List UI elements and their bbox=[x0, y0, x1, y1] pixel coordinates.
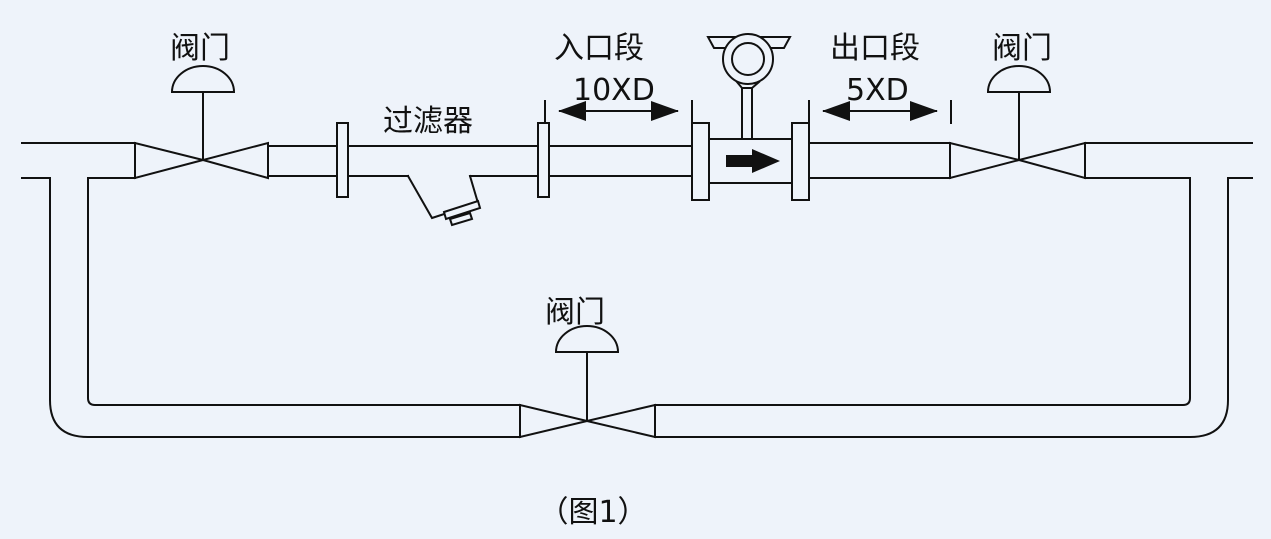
valve-left bbox=[134, 65, 269, 180]
flowmeter-icon bbox=[706, 33, 792, 89]
inlet-pipe bbox=[548, 145, 693, 177]
outlet-section-label: 出口段 bbox=[830, 31, 920, 66]
inlet-length-label: 10XD bbox=[573, 73, 655, 108]
main-pipe-right bbox=[1084, 142, 1253, 179]
filter-label: 过滤器 bbox=[383, 104, 473, 139]
inlet-section-label: 入口段 bbox=[554, 31, 644, 66]
outlet-pipe bbox=[808, 142, 951, 179]
pipe-segment-1 bbox=[267, 145, 341, 177]
valve-bypass-label: 阀门 bbox=[545, 295, 605, 330]
figure-caption: （图1） bbox=[538, 495, 647, 530]
bypass-pipe bbox=[49, 177, 1229, 438]
inlet-dimension bbox=[544, 100, 693, 124]
valve-right bbox=[949, 65, 1086, 180]
arrow-right-icon bbox=[752, 149, 780, 173]
outlet-length-label: 5XD bbox=[846, 73, 909, 108]
main-pipe-left bbox=[21, 142, 136, 179]
valve-right-label: 阀门 bbox=[992, 31, 1052, 66]
flow-arrow-shaft bbox=[726, 155, 756, 167]
flowmeter bbox=[691, 33, 810, 201]
valve-left-label: 阀门 bbox=[170, 31, 230, 66]
valve-bypass bbox=[519, 325, 656, 439]
outlet-dimension bbox=[808, 100, 952, 124]
filter bbox=[336, 122, 550, 227]
